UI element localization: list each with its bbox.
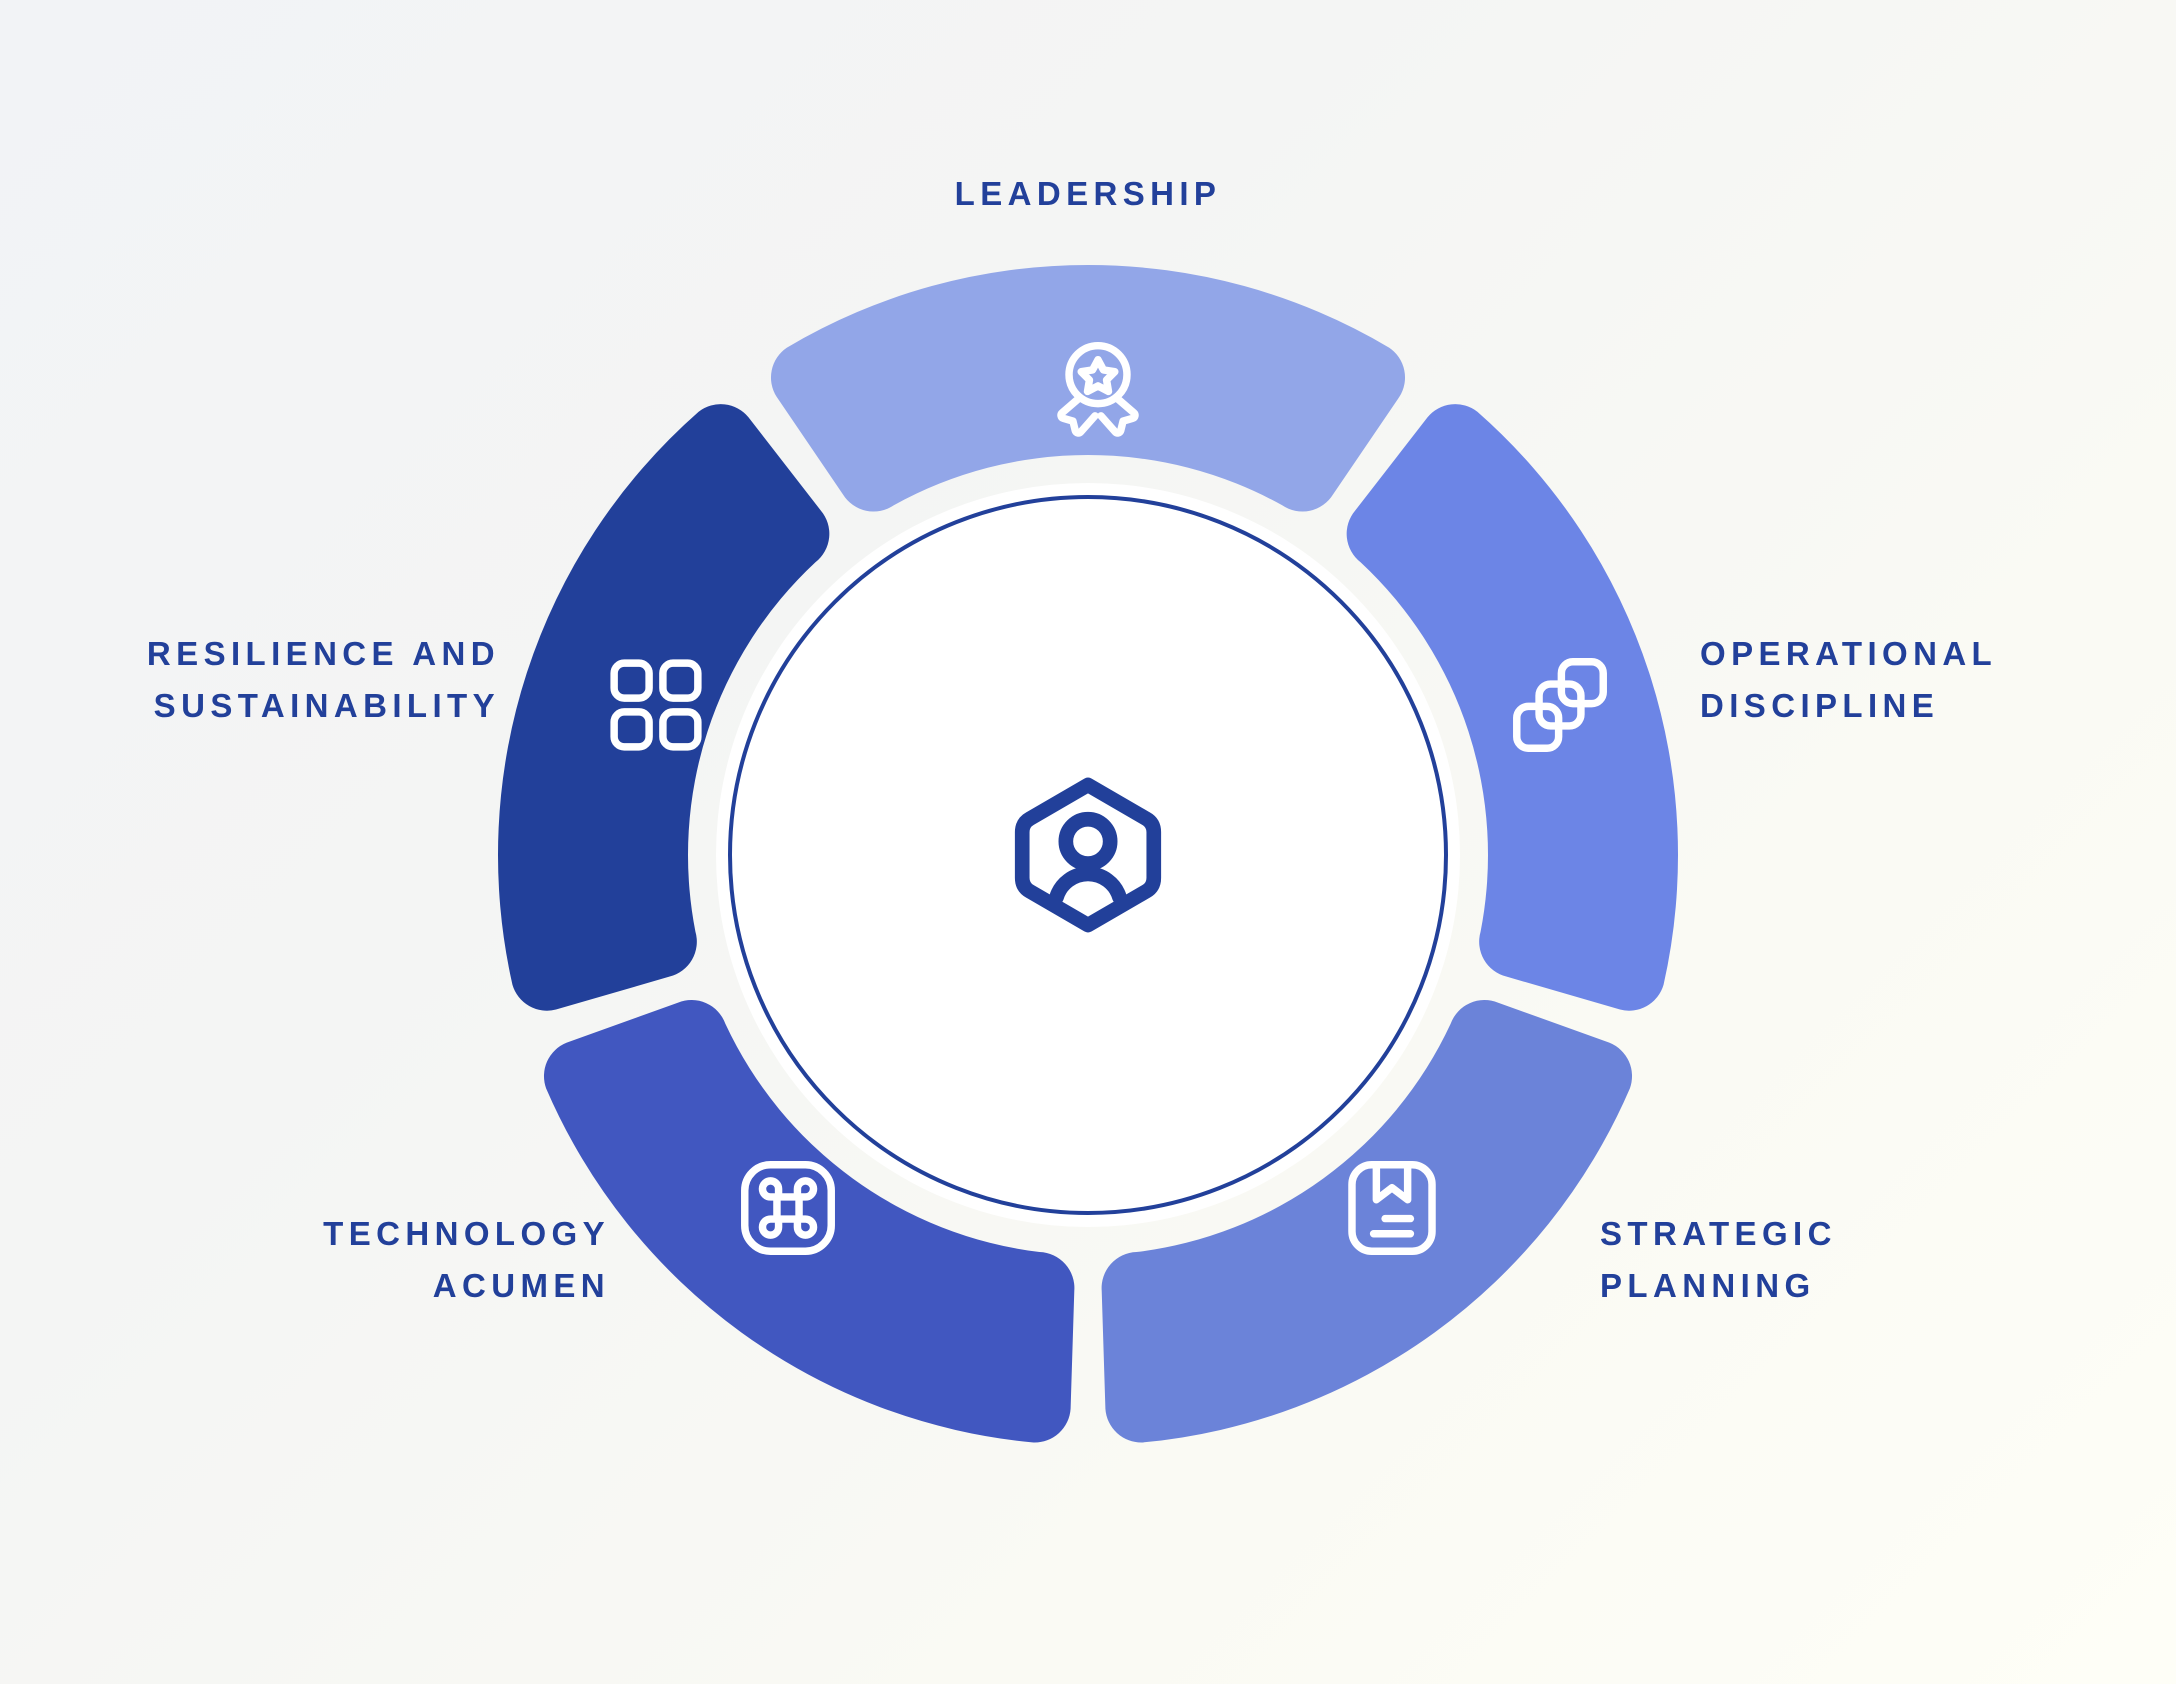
four-squares-grid-icon [610,659,702,751]
wheel-segment-operational-discipline[interactable] [1346,404,1679,1011]
bookmarked-document-icon [1348,1161,1436,1255]
segment-label-operational-discipline: OPERATIONAL DISCIPLINE [1700,635,1998,725]
segment-label-resilience-and-sustainability: RESILIENCE AND SUSTAINABILITY [146,635,500,725]
command-key-icon [741,1161,835,1255]
person-hexagon-icon [1014,777,1162,933]
segment-label-leadership: LEADERSHIP [954,175,1222,212]
award-ribbon-star-icon [1057,341,1139,437]
segment-label-strategic-planning: STRATEGIC PLANNING [1600,1215,1837,1305]
center-ring [728,495,1448,1215]
center-disc [716,483,1460,1227]
wheel-segment-strategic-planning[interactable] [1101,999,1633,1443]
segment-label-technology-acumen: TECHNOLOGY ACUMEN [323,1215,610,1305]
wheel-segment-resilience-and-sustainability[interactable] [497,404,830,1011]
stacked-squares-icon [1513,658,1607,752]
